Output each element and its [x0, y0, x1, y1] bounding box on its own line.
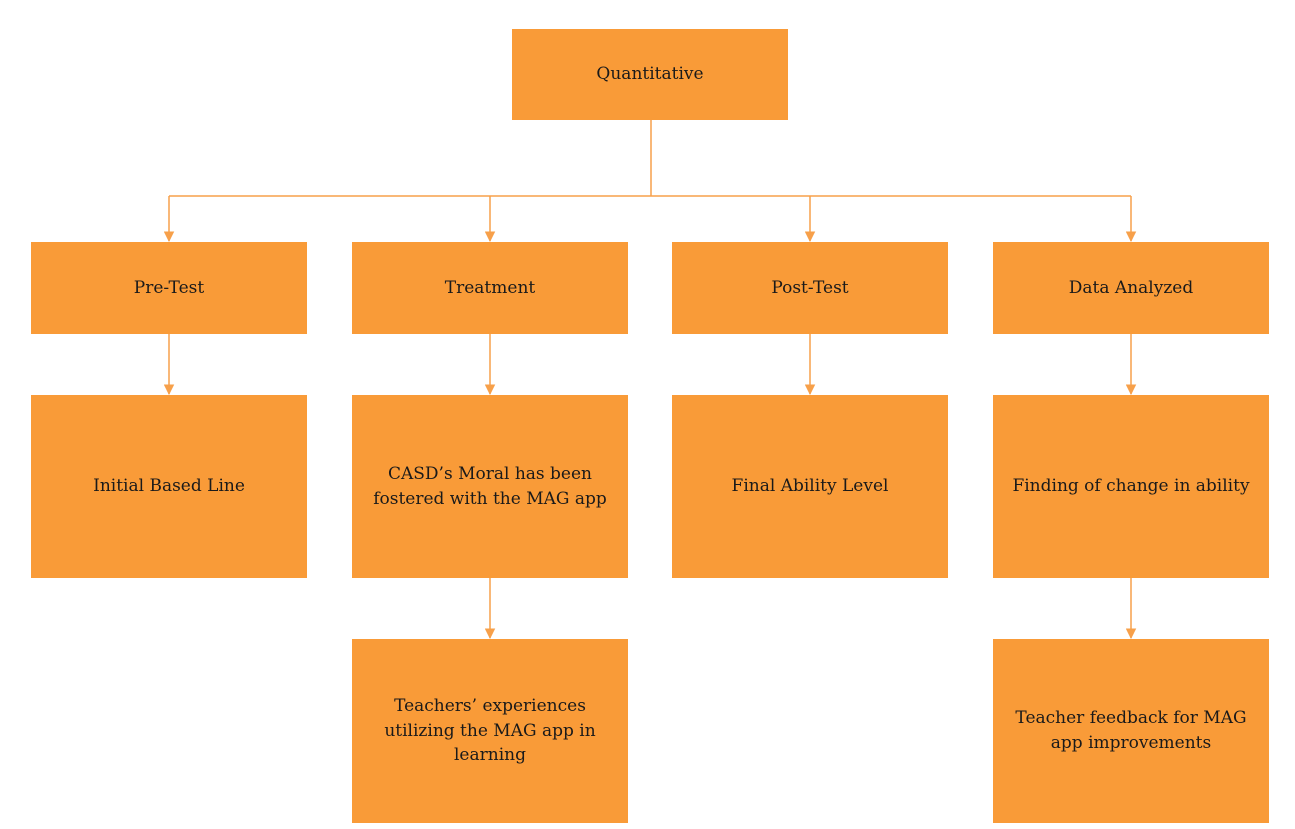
stage-label: Data Analyzed: [1068, 277, 1194, 298]
stage-box-data-analyzed: Data Analyzed: [993, 242, 1269, 334]
stage-box-treatment: Treatment: [352, 242, 628, 334]
root-label: Quantitative: [596, 64, 704, 85]
stage-label: Treatment: [444, 277, 536, 298]
outcome-label: CASD’s Moral has been fostered with the …: [373, 463, 607, 509]
stage-label: Post-Test: [771, 277, 849, 298]
extra-label: Teacher feedback for MAG app improvement…: [1015, 708, 1247, 753]
extra-box-teacher-experiences: Teachers’ experiences utilizing the MAG …: [352, 639, 628, 823]
outcome-box-initial-baseline: Initial Based Line: [31, 395, 307, 578]
outcome-label: Initial Based Line: [93, 476, 245, 497]
stage-box-pre-test: Pre-Test: [31, 242, 307, 334]
outcome-box-moral-fostered: CASD’s Moral has been fostered with the …: [352, 395, 628, 578]
stage-label: Pre-Test: [133, 277, 205, 298]
root-box-quantitative: Quantitative: [512, 29, 788, 120]
stage-box-post-test: Post-Test: [672, 242, 948, 334]
outcome-label: Finding of change in ability: [1012, 476, 1250, 497]
outcome-box-final-ability: Final Ability Level: [672, 395, 948, 578]
extra-box-teacher-feedback: Teacher feedback for MAG app improvement…: [993, 639, 1269, 823]
extra-label: Teachers’ experiences utilizing the MAG …: [384, 696, 596, 766]
outcome-box-change-in-ability: Finding of change in ability: [993, 395, 1269, 578]
outcome-label: Final Ability Level: [731, 476, 889, 497]
